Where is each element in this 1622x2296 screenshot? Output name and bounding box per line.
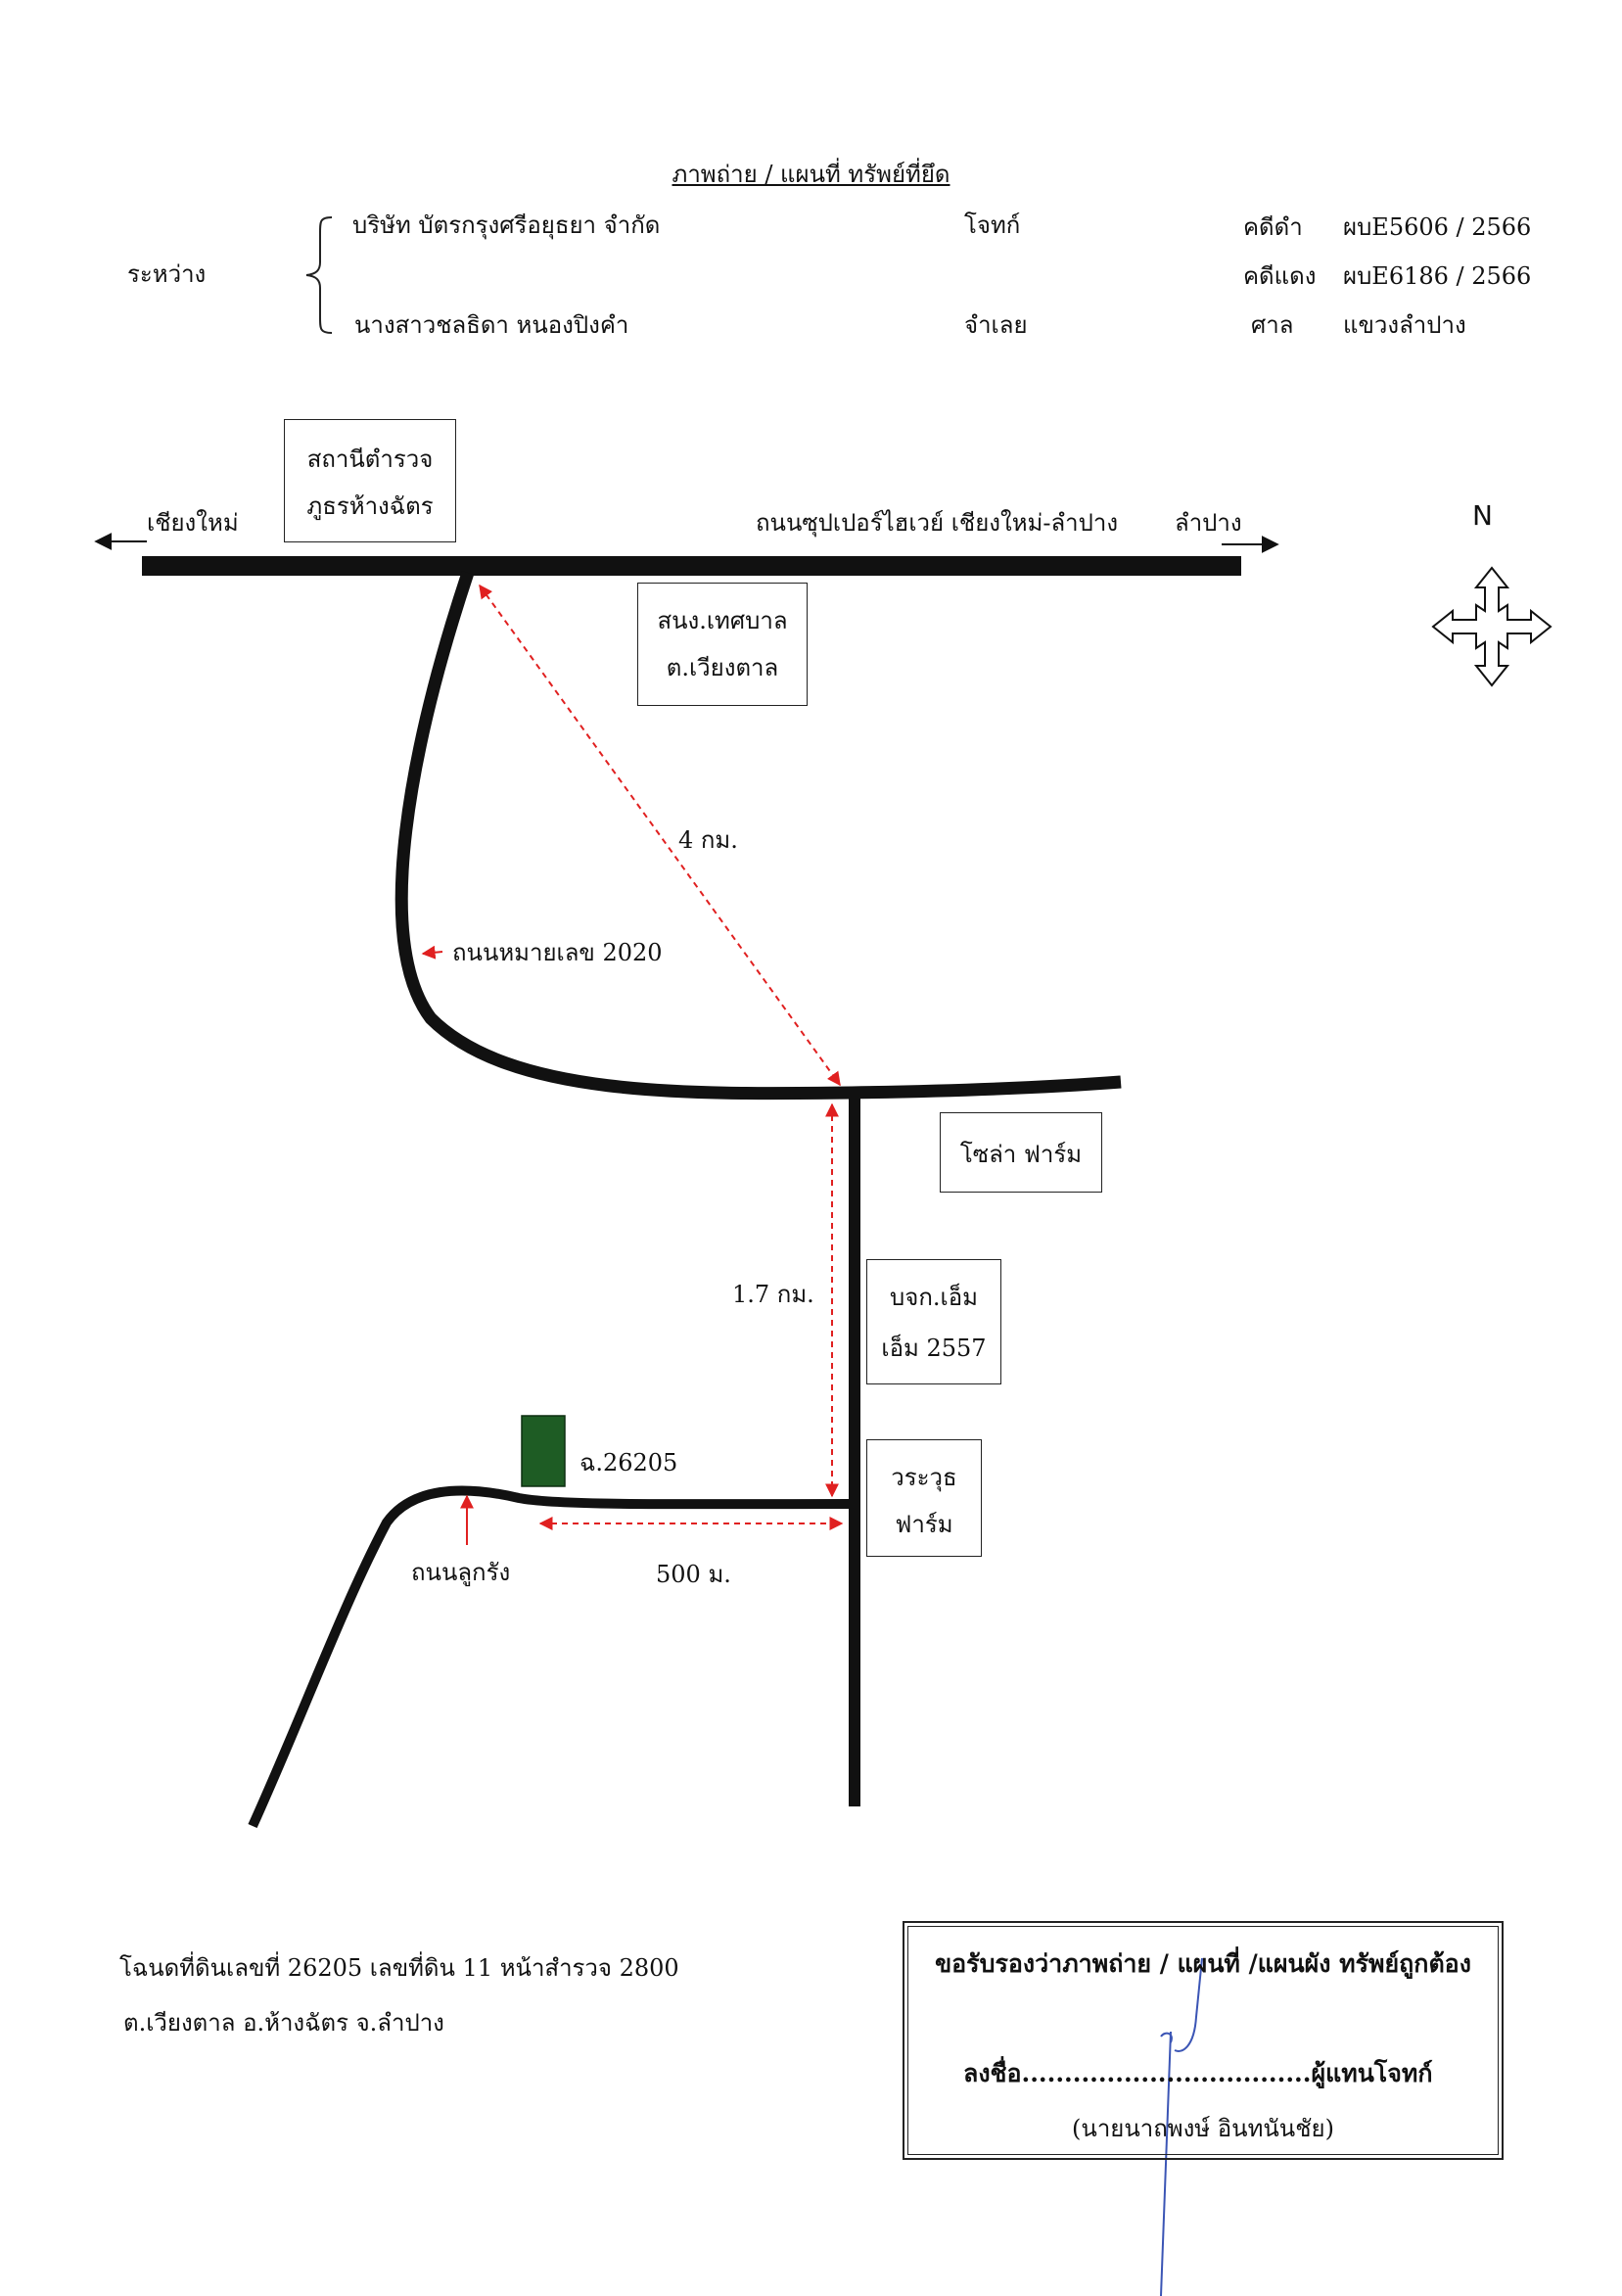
between-label: ระหว่าง	[127, 260, 207, 288]
police-station-line2: ภูธรห้างฉัตร	[306, 492, 434, 520]
red-case-number: ผบE6186 / 2566	[1343, 262, 1532, 290]
court-name: แขวงลำปาง	[1343, 311, 1466, 339]
distance-4km-label: 4 กม.	[678, 826, 738, 854]
land-parcel-marker	[521, 1415, 566, 1487]
signer-name: (นายนาถพงษ์ อินทนันชัย)	[1072, 2115, 1334, 2142]
main-road-label: ถนนซุปเปอร์ไฮเวย์ เชียงใหม่-ลำปาง	[756, 509, 1119, 537]
certification-text: ขอรับรองว่าภาพถ่าย / แผนที่ /แผนผัง ทรัพ…	[935, 1949, 1471, 1978]
plaintiff-name: บริษัท บัตรกรุงศรีอยุธยา จำกัด	[352, 211, 661, 239]
municipal-office-box: สนง.เทศบาล ต.เวียงตาล	[637, 583, 808, 706]
north-compass-icon	[1431, 566, 1552, 687]
police-station-box: สถานีตำรวจ ภูธรห้างฉัตร	[284, 419, 456, 542]
defendant-name: นางสาวชลธิดา หนองปิงคำ	[354, 311, 629, 339]
signature-scribble	[1160, 1957, 1203, 2296]
warawut-farm-line2: ฟาร์ม	[895, 1511, 953, 1538]
warawut-farm-line1: วระวุธ	[891, 1464, 957, 1491]
distance-500m-label: 500 ม.	[656, 1561, 731, 1588]
warawut-farm-box: วระวุธ ฟาร์ม	[866, 1439, 982, 1557]
deed-line-2: ต.เวียงตาล อ.ห้างฉัตร จ.ลำปาง	[123, 2009, 444, 2037]
road-2020-pointer-arrow	[421, 945, 443, 960]
certification-box: ขอรับรองว่าภาพถ่าย / แผนที่ /แผนผัง ทรัพ…	[903, 1921, 1504, 2160]
signature-line: ลงชื่อ..................................…	[963, 2054, 1432, 2093]
mm-company-line2: เอ็ม 2557	[881, 1335, 987, 1362]
page-title: ภาพถ่าย / แผนที่ ทรัพย์ที่ยึด	[672, 161, 950, 188]
black-case-number: ผบE5606 / 2566	[1343, 213, 1532, 241]
north-label: N	[1472, 499, 1493, 532]
east-direction-label: ลำปาง	[1175, 509, 1242, 537]
mm-company-box: บจก.เอ็ม เอ็ม 2557	[866, 1259, 1001, 1384]
black-case-label: คดีดำ	[1243, 213, 1303, 241]
deed-line-1: โฉนดที่ดินเลขที่ 26205 เลขที่ดิน 11 หน้า…	[119, 1954, 679, 1982]
court-label: ศาล	[1251, 311, 1294, 339]
brace-icon	[305, 216, 333, 334]
defendant-role: จำเลย	[964, 311, 1028, 339]
laterite-road-label: ถนนลูกรัง	[411, 1559, 511, 1586]
distance-4km-arrow	[479, 584, 841, 1087]
parcel-label: ฉ.26205	[579, 1449, 678, 1476]
signature-role: ผู้แทนโจทก์	[1311, 2059, 1433, 2087]
mm-company-line1: บจก.เอ็ม	[890, 1284, 978, 1311]
west-direction-label: เชียงใหม่	[147, 509, 239, 537]
signature-label: ลงชื่อ	[963, 2059, 1022, 2087]
distance-1-7km-label: 1.7 กม.	[732, 1281, 814, 1308]
solar-farm-label: โซล่า ฟาร์ม	[959, 1141, 1083, 1168]
red-case-label: คดีแดง	[1243, 262, 1317, 290]
laterite-road	[248, 1485, 851, 1829]
solar-farm-box: โซล่า ฟาร์ม	[940, 1112, 1102, 1193]
road-2020-label: ถนนหมายเลข 2020	[452, 939, 663, 966]
police-station-line1: สถานีตำรวจ	[306, 445, 434, 473]
signature-dots: ..................................	[1021, 2059, 1312, 2087]
plaintiff-role: โจทก์	[964, 211, 1021, 239]
municipal-office-line2: ต.เวียงตาล	[666, 654, 779, 681]
municipal-office-line1: สนง.เทศบาล	[657, 607, 788, 634]
